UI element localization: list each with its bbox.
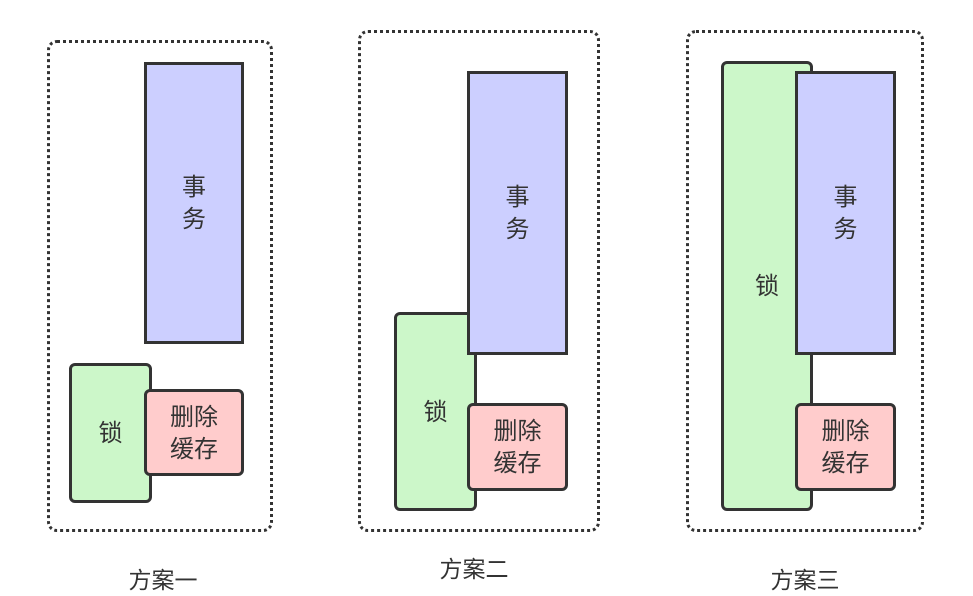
scheme-3-delete-cache-block: 删除缓存 <box>795 403 896 491</box>
scheme-2-delete-cache-label: 删除缓存 <box>493 417 542 477</box>
scheme-3-caption: 方案三 <box>770 568 840 594</box>
scheme-2-lock-block: 锁 <box>394 312 477 511</box>
scheme-2-frame <box>358 30 600 532</box>
scheme-2-delete-cache-block: 删除缓存 <box>467 403 568 491</box>
scheme-3-lock-label: 锁 <box>755 272 779 300</box>
scheme-3-delete-cache-label: 删除缓存 <box>821 417 870 477</box>
scheme-2-lock-label: 锁 <box>423 397 448 426</box>
scheme-2-caption: 方案二 <box>439 557 509 583</box>
scheme-3-transaction-label: 事务 <box>833 183 858 243</box>
scheme-1-delete-cache-block: 删除缓存 <box>144 389 244 476</box>
scheme-1-frame <box>47 40 273 532</box>
scheme-1-transaction-block: 事务 <box>144 62 244 344</box>
scheme-1-caption: 方案一 <box>128 568 198 594</box>
scheme-3-frame <box>686 30 924 532</box>
scheme-1-lock-label: 锁 <box>98 419 123 447</box>
scheme-1-delete-cache-label: 删除缓存 <box>169 402 218 463</box>
scheme-3-transaction-block: 事务 <box>795 71 896 355</box>
scheme-2-transaction-block: 事务 <box>467 71 568 355</box>
scheme-2-transaction-label: 事务 <box>505 183 530 243</box>
scheme-1-transaction-label: 事务 <box>181 173 206 233</box>
scheme-1-lock-block: 锁 <box>69 363 152 503</box>
